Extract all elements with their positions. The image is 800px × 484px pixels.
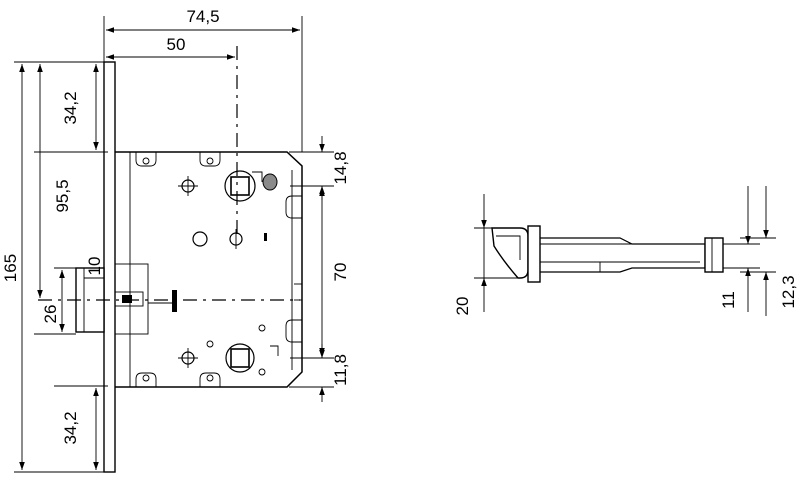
dim-height-mid: 95,5 bbox=[53, 179, 72, 212]
side-slot-upper bbox=[285, 195, 302, 219]
lock-case bbox=[115, 151, 303, 388]
latch-side-view bbox=[491, 225, 752, 283]
dim-width-backset: 50 bbox=[167, 35, 186, 54]
side-dimensions: 20 11 12,3 bbox=[453, 186, 798, 316]
mounting-slot-top-mid bbox=[199, 152, 221, 167]
latch-head bbox=[491, 227, 529, 279]
spring-detail bbox=[262, 173, 278, 191]
mounting-slot-bottom-left bbox=[135, 372, 157, 387]
follower-upper bbox=[224, 170, 263, 202]
mounting-slot-bottom-mid bbox=[199, 372, 221, 387]
dim-right-mid: 70 bbox=[331, 263, 350, 282]
faceplate bbox=[103, 61, 116, 473]
follower-lower bbox=[225, 343, 255, 373]
lock-front-view bbox=[38, 46, 303, 473]
hole-mid-left bbox=[192, 231, 208, 247]
dim-latch-12-3: 12,3 bbox=[779, 275, 798, 308]
dim-latch-11: 11 bbox=[719, 291, 738, 309]
dim-height-total: 165 bbox=[1, 254, 20, 282]
dim-right-bottom: 11,8 bbox=[331, 354, 350, 386]
dim-height-bottom: 34,2 bbox=[61, 411, 80, 444]
latch-tail bbox=[704, 237, 724, 273]
front-dimensions: 74,5 50 165 95,5 34,2 26 34,2 10 bbox=[1, 7, 350, 473]
dim-latch-10: 10 bbox=[85, 257, 104, 276]
dim-height-top: 34,2 bbox=[61, 91, 80, 124]
screw-hole-lower bbox=[178, 348, 198, 368]
latch-plate bbox=[527, 225, 541, 283]
dim-width-total: 74,5 bbox=[186, 7, 219, 26]
mounting-slot-top-left bbox=[135, 152, 157, 167]
dim-height-low: 26 bbox=[41, 305, 60, 324]
side-slot-lower bbox=[285, 319, 302, 343]
screw-hole-upper bbox=[178, 176, 198, 196]
dim-latch-20: 20 bbox=[453, 297, 472, 316]
hole-mid bbox=[229, 229, 243, 249]
dim-right-top: 14,8 bbox=[331, 151, 350, 184]
